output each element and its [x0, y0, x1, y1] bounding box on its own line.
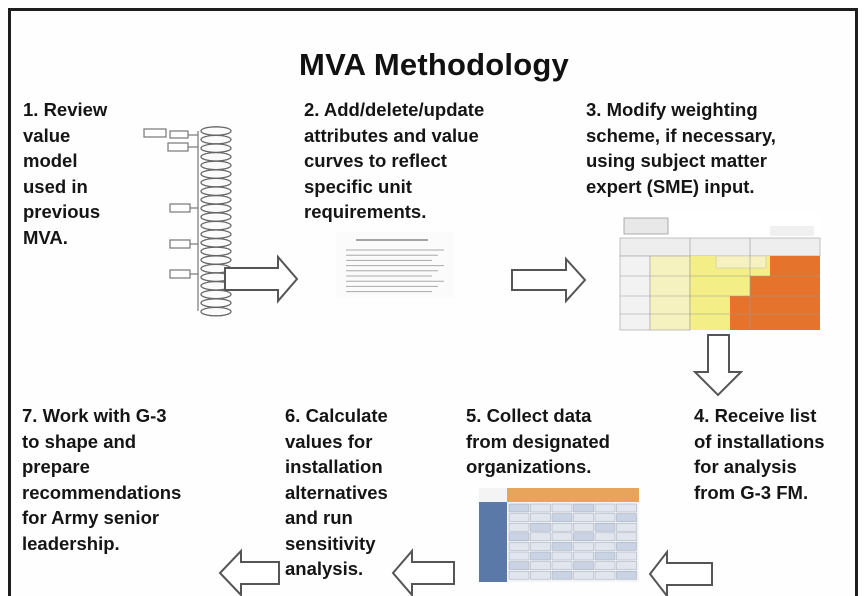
step-2-text: 2. Add/delete/update attributes and valu… [304, 99, 485, 222]
step-3-text: 3. Modify weighting scheme, if necessary… [586, 99, 776, 197]
step-4-text: 4. Receive list of installations for ana… [694, 405, 825, 503]
step-1-text: 1. Review value model used in previous M… [23, 99, 108, 248]
arrow-left-6-to-7 [218, 548, 280, 596]
step-5-text: 5. Collect data from designated organiza… [466, 405, 610, 477]
step-6-text: 6. Calculate values for installation alt… [285, 405, 388, 579]
arrow-right-2-to-3 [511, 256, 587, 304]
value-model-hierarchy-thumbnail [143, 126, 232, 317]
arrow-left-4-to-5 [648, 549, 713, 596]
value-curves-document-thumbnail [336, 232, 454, 298]
slide-title: MVA Methodology [299, 47, 569, 82]
data-collection-spreadsheet-thumbnail [479, 488, 639, 582]
arrow-left-5-to-6 [391, 548, 455, 596]
arrow-down-3-to-4 [692, 334, 744, 397]
step-7-text: 7. Work with G-3 to shape and prepare re… [22, 405, 182, 554]
weighting-matrix-thumbnail [619, 212, 821, 331]
arrow-right-1-to-2 [224, 254, 299, 304]
